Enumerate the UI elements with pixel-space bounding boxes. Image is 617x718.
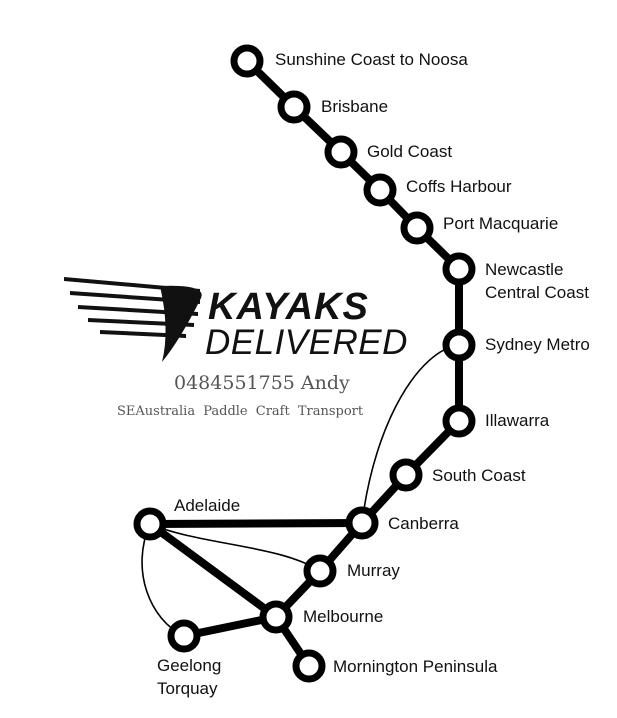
stop-label-sydney: Sydney Metro (485, 335, 590, 354)
stop-southcoast[interactable] (389, 458, 423, 492)
stop-melbourne[interactable] (259, 600, 293, 634)
stop-coffs[interactable] (363, 173, 397, 207)
route-adelaide-melbourne (146, 520, 280, 621)
stop-mornington[interactable] (292, 649, 326, 683)
kayak-logo-icon (64, 277, 202, 362)
stop-label-sunshine: Sunshine Coast to Noosa (275, 50, 468, 69)
brand-name-line2: DELIVERED (205, 323, 408, 362)
stop-label-melbourne: Melbourne (303, 607, 383, 626)
stop-sydney[interactable] (442, 328, 476, 362)
stop-sunshine[interactable] (230, 44, 264, 78)
stop-label-brisbane: Brisbane (321, 97, 388, 116)
stop-label-illawarra: Illawarra (485, 411, 550, 430)
stop-label-adelaide: Adelaide (174, 496, 240, 515)
stops (133, 44, 476, 683)
stop-label-portmac: Port Macquarie (443, 214, 558, 233)
stop-illawarra[interactable] (442, 404, 476, 438)
stop-label-southcoast: South Coast (432, 466, 526, 485)
stop-label-canberra: Canberra (388, 514, 459, 533)
stop-label-murray: Murray (347, 561, 400, 580)
stop-label-geelong: Torquay (157, 679, 218, 698)
brand-name-line1: KAYAKS (208, 286, 369, 328)
stop-murray[interactable] (303, 554, 337, 588)
brand-phone: 0484551755 Andy (174, 372, 350, 394)
stop-goldcoast[interactable] (324, 135, 358, 169)
stop-label-geelong: Geelong (157, 656, 221, 675)
stop-label-mornington: Mornington Peninsula (333, 657, 498, 676)
stop-label-newcastle: Newcastle (485, 260, 563, 279)
route-adelaide-murray (149, 523, 321, 572)
stop-label-goldcoast: Gold Coast (367, 142, 452, 161)
stop-newcastle[interactable] (442, 252, 476, 286)
stop-label-newcastle: Central Coast (485, 283, 589, 302)
route-adelaide-canberra (146, 519, 366, 528)
stop-brisbane[interactable] (277, 90, 311, 124)
stop-canberra[interactable] (345, 506, 379, 540)
brand-tagline: SEAustralia Paddle Craft Transport (117, 404, 364, 419)
stop-adelaide[interactable] (133, 507, 167, 541)
stop-portmac[interactable] (400, 211, 434, 245)
stop-label-coffs: Coffs Harbour (406, 177, 512, 196)
stop-geelong[interactable] (167, 619, 201, 653)
